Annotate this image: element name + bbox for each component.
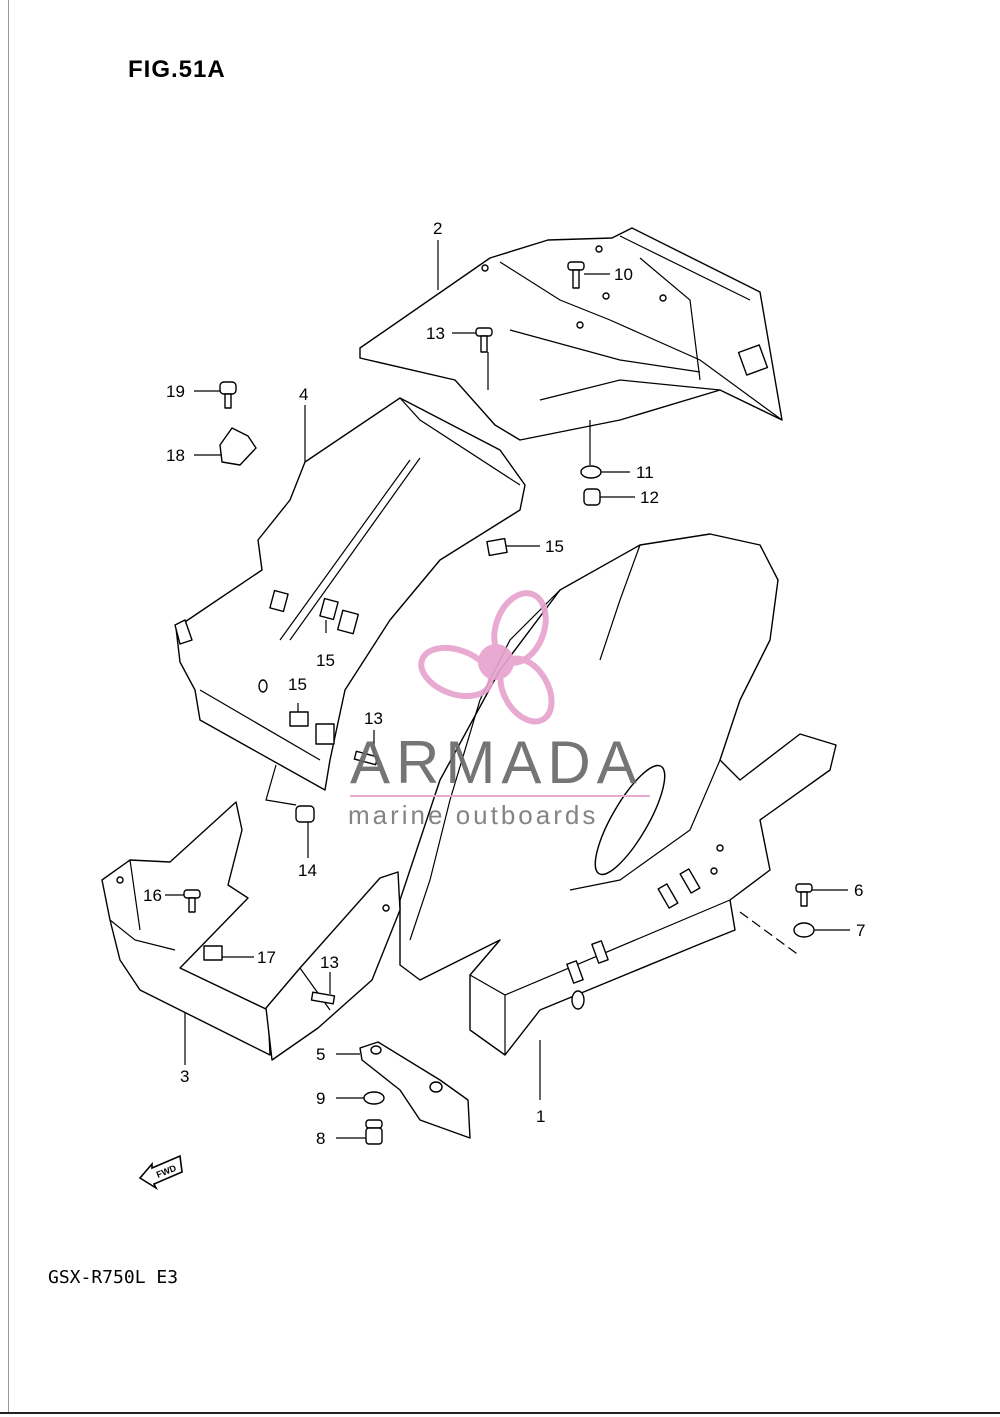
callout-13-middle: 13 (364, 709, 383, 728)
part-2-upper-fender[interactable] (359, 227, 783, 441)
callout-1: 1 (536, 1107, 545, 1126)
callout-11: 11 (636, 463, 654, 482)
callout-2: 2 (433, 219, 442, 238)
callout-8: 8 (316, 1129, 325, 1148)
callout-6: 6 (854, 881, 863, 900)
part-5-bracket[interactable] (359, 1041, 471, 1139)
callout-19: 19 (166, 382, 185, 401)
callout-5: 5 (316, 1045, 325, 1064)
callout-10: 10 (614, 265, 633, 284)
callout-15-right: 15 (545, 537, 564, 556)
callout-12: 12 (640, 488, 659, 507)
callout-13-lower: 13 (320, 953, 339, 972)
callout-15-middle: 15 (316, 651, 335, 670)
callout-14: 14 (298, 861, 317, 880)
callout-7: 7 (856, 921, 865, 940)
fasteners (183, 261, 815, 1145)
model-code: GSX-R750L E3 (48, 1267, 179, 1288)
page-left-edge (8, 0, 9, 1412)
forward-arrow-icon: FWD (138, 1154, 183, 1191)
watermark-brand: ARMADA (350, 729, 643, 796)
leader-lines (165, 240, 850, 1139)
callout-16: 16 (143, 886, 162, 905)
part-3-splash-guard[interactable] (101, 801, 271, 1056)
watermark-tagline: marine outboards (348, 800, 598, 830)
page-bottom-edge (0, 1412, 1000, 1414)
callout-9: 9 (316, 1089, 325, 1108)
callout-18: 18 (166, 446, 185, 465)
armada-watermark: ARMADA marine outboards (348, 590, 650, 830)
callout-3: 3 (180, 1067, 189, 1086)
callout-13-upper: 13 (426, 324, 445, 343)
callout-17: 17 (257, 948, 276, 967)
callout-15-left: 15 (288, 675, 307, 694)
callout-numbers: 1 2 3 4 5 6 7 8 9 10 11 12 13 13 13 14 1… (143, 219, 865, 1148)
part-4-inner-fender[interactable] (174, 397, 526, 791)
propeller-logo-icon (418, 590, 555, 725)
figure-title: FIG.51A (128, 56, 226, 83)
callout-4: 4 (299, 385, 308, 404)
